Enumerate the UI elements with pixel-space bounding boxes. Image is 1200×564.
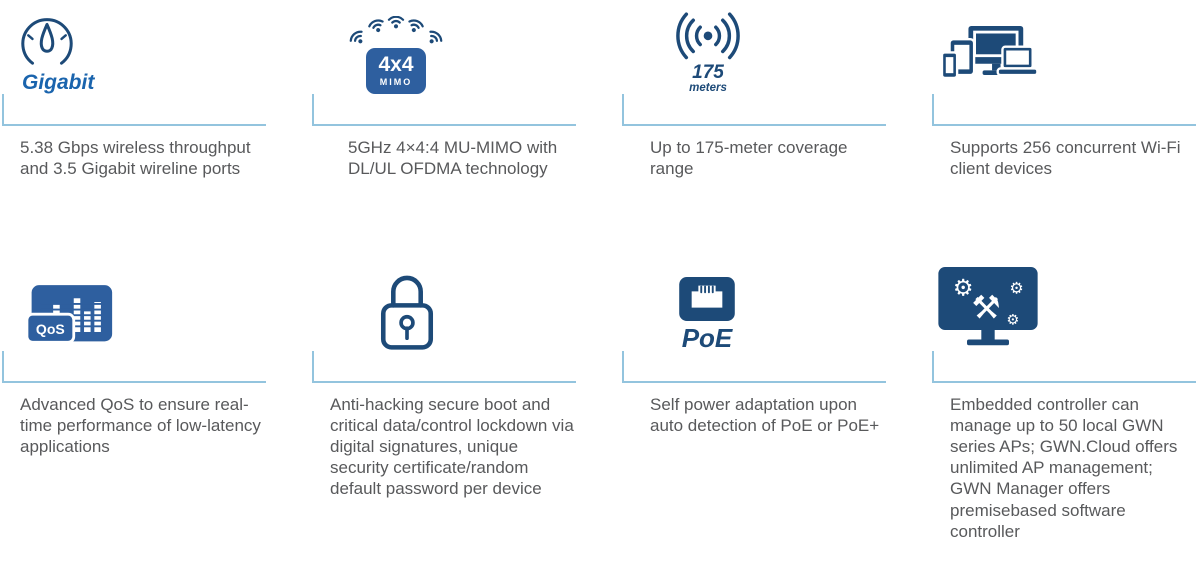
feature-card-clients: Supports 256 concurrent Wi-Fi client dev… <box>932 6 1196 179</box>
ethernet-port-icon <box>679 277 735 322</box>
feature-card-poe: PoE Self power adaptation upon auto dete… <box>622 263 886 542</box>
qos-label: QoS <box>36 321 65 337</box>
feature-card-mimo: 4x4 MIMO 5GHz 4×4:4 MU-MIMO with DL/UL O… <box>312 6 576 179</box>
features-grid: Gigabit 5.38 Gbps wireless throughput an… <box>2 6 1196 542</box>
clients-icon-area <box>932 6 1196 94</box>
poe-caption: PoE <box>681 323 733 354</box>
poe-port-icon: PoE <box>678 276 736 351</box>
gigabit-caption: Gigabit <box>22 70 95 94</box>
divider-rule <box>622 351 886 384</box>
feature-card-throughput: Gigabit 5.38 Gbps wireless throughput an… <box>2 6 266 179</box>
padlock-icon <box>380 275 434 350</box>
gear-icon: ⚙ <box>1009 280 1024 298</box>
feature-text: Anti-hacking secure boot and critical da… <box>330 395 574 499</box>
feature-text: Advanced QoS to ensure real-time perform… <box>20 395 261 457</box>
feature-text: Self power adaptation upon auto detectio… <box>650 395 880 436</box>
poe-icon-area: PoE <box>622 263 886 351</box>
divider-rule <box>622 94 886 126</box>
feature-text: Supports 256 concurrent Wi-Fi client dev… <box>950 138 1181 179</box>
qos-equalizer-icon: QoS <box>26 285 113 344</box>
speedometer-icon <box>21 18 73 65</box>
mimo-badge-4x4: 4x4 <box>378 53 414 76</box>
feature-card-coverage: 175 meters Up to 175-meter coverage rang… <box>622 6 886 179</box>
divider-rule <box>932 351 1196 384</box>
mimo-icon-area: 4x4 MIMO <box>312 6 576 94</box>
divider-rule <box>2 94 266 126</box>
divider-rule <box>312 94 576 126</box>
controller-icon-area: ⚙ ⚙ ⚙ ⚒ <box>932 263 1196 351</box>
feature-text: 5.38 Gbps wireless throughput and 3.5 Gi… <box>20 138 251 179</box>
mimo-badge: 4x4 MIMO <box>366 48 426 94</box>
feature-card-security: Anti-hacking secure boot and critical da… <box>312 263 576 542</box>
feature-text: Up to 175-meter coverage range <box>650 138 848 179</box>
feature-text: 5GHz 4×4:4 MU-MIMO with DL/UL OFDMA tech… <box>348 138 558 179</box>
divider-rule <box>932 94 1196 126</box>
feature-card-controller: ⚙ ⚙ ⚙ ⚒ Embedded controller can manage u… <box>932 263 1196 542</box>
feature-card-qos: QoS Advanced QoS to ensure real-time per… <box>2 263 266 542</box>
embedded-controller-icon: ⚙ ⚙ ⚙ ⚒ <box>938 267 1038 346</box>
mimo-badge-mimo: MIMO <box>379 77 413 87</box>
coverage-175: 175 <box>692 61 724 83</box>
broadcast-waves-icon <box>676 11 740 59</box>
coverage-range-icon: 175 meters <box>664 9 752 95</box>
client-devices-icon <box>942 25 1039 80</box>
coverage-icon-area: 175 meters <box>622 6 886 94</box>
gear-icon: ⚙ <box>1006 312 1019 328</box>
throughput-icon-area: Gigabit <box>2 6 266 94</box>
qos-icon-area: QoS <box>2 263 266 351</box>
security-icon-area <box>312 263 576 351</box>
coverage-caption: 175 meters <box>689 63 727 95</box>
crossed-tools-icon: ⚒ <box>972 290 1001 326</box>
wifi-signals-icon <box>349 16 443 44</box>
wifi-mimo-icon: 4x4 MIMO <box>348 16 444 94</box>
divider-rule <box>312 351 576 384</box>
coverage-meters: meters <box>689 81 727 94</box>
gear-icon: ⚙ <box>953 275 974 301</box>
feature-text: Embedded controller can manage up to 50 … <box>950 395 1178 541</box>
divider-rule <box>2 351 266 384</box>
